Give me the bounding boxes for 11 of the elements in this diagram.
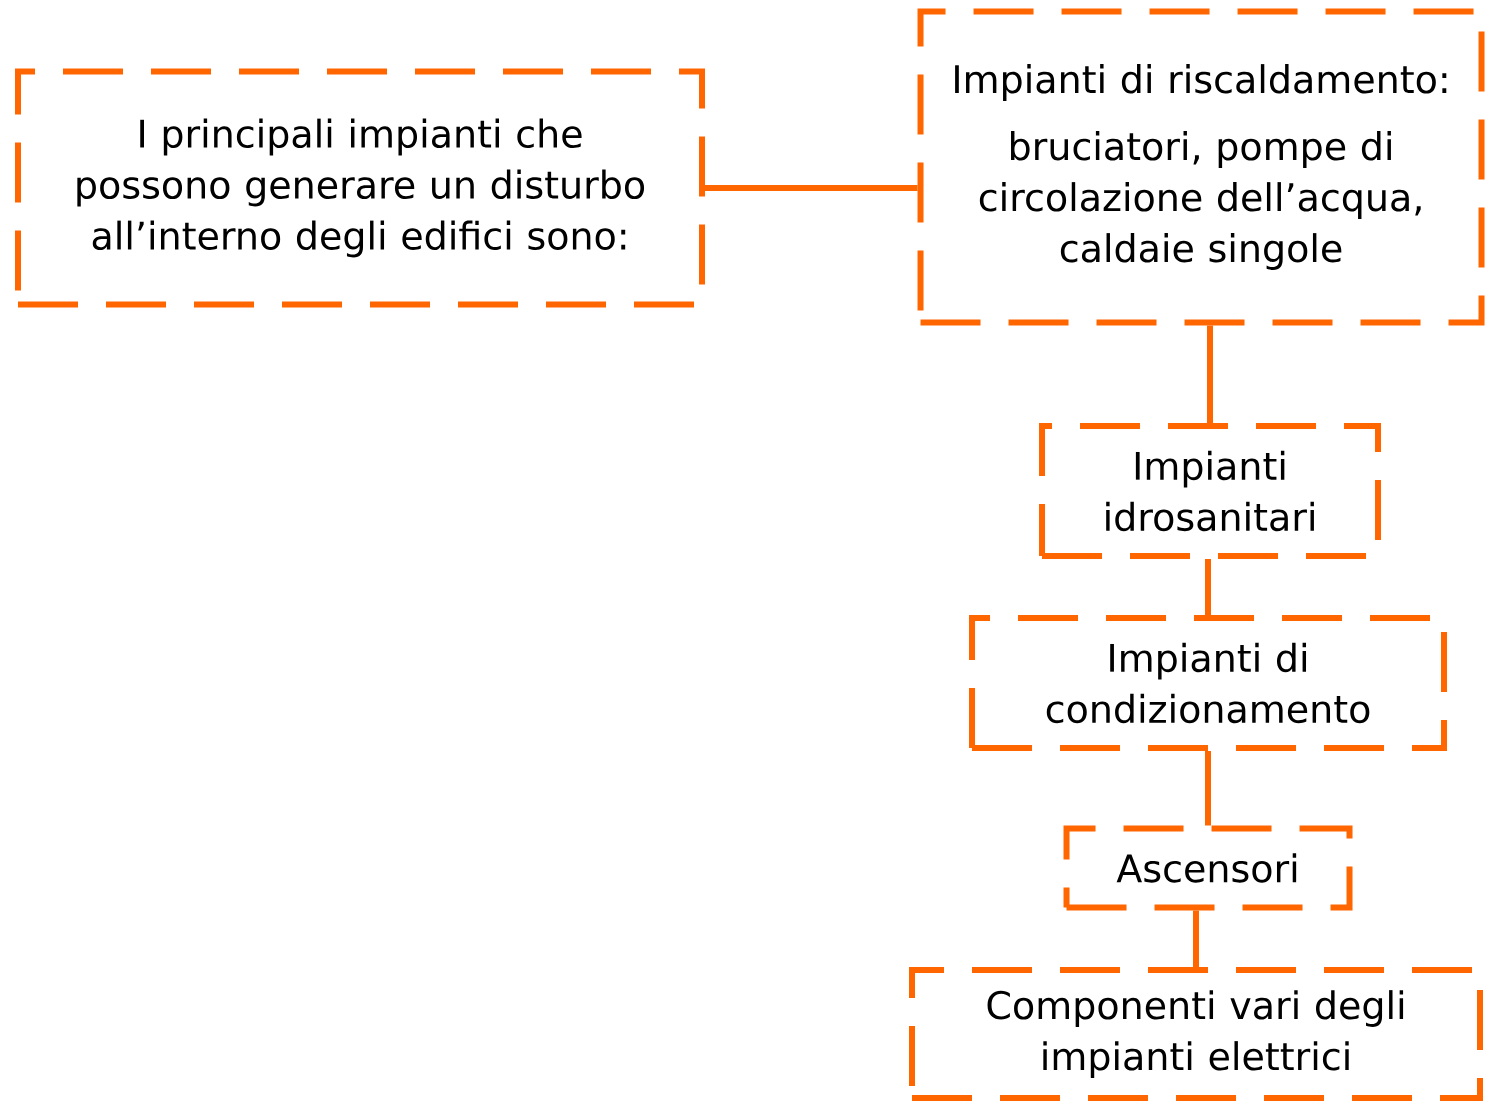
connector-line (1205, 559, 1211, 615)
dashed-box: I principali impianti che possono generare un disturbo all’interno degli edifici sono: (15, 68, 705, 308)
connector-line (1205, 751, 1211, 826)
connector-line (705, 185, 918, 191)
dashed-box: Impianti idrosanitari (1039, 423, 1381, 559)
dashed-box: Ascensori (1063, 825, 1353, 911)
dashed-box: Componenti vari degli impianti elettrici (909, 967, 1483, 1101)
connector-line (1207, 325, 1213, 423)
dashed-box: Impianti di riscaldamento: bruciatori, pompe di circolazione dell’acqua, caldaie singole (917, 8, 1485, 326)
dashed-box: Impianti di condizionamento (969, 615, 1447, 751)
connector-line (1193, 910, 1199, 967)
